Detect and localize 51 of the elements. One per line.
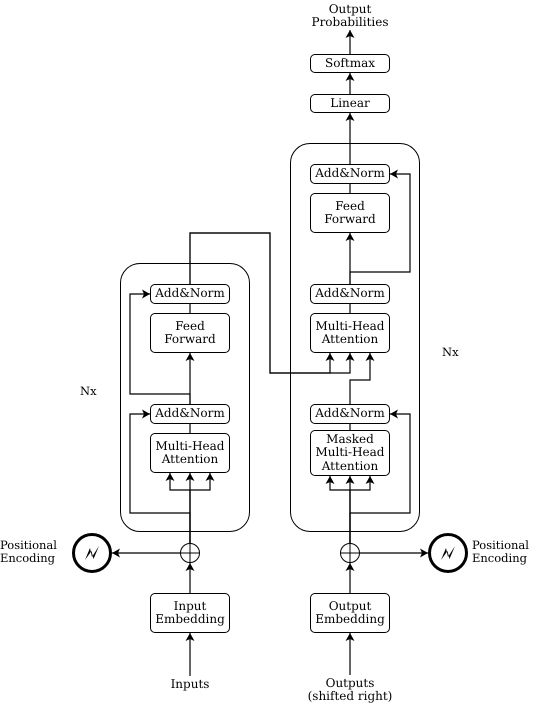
arrow xyxy=(346,113,354,164)
layer-stack-frame xyxy=(290,143,420,532)
block-label: Linear xyxy=(330,96,370,110)
arrow xyxy=(360,548,428,558)
process-box xyxy=(310,593,390,633)
side-label: Positional Encoding xyxy=(472,539,530,566)
arrow xyxy=(186,633,194,676)
positional-encoding-circle xyxy=(72,533,112,573)
arrow xyxy=(349,353,374,404)
arrow xyxy=(346,563,354,593)
arrow xyxy=(346,73,354,94)
process-box xyxy=(310,193,390,233)
block-label: Feed Forward xyxy=(163,320,217,346)
block-label: Multi-Head Attention xyxy=(314,320,386,346)
arrow xyxy=(346,30,354,54)
side-label: Nx xyxy=(80,385,98,398)
arrow xyxy=(349,410,411,543)
process-box xyxy=(150,593,230,633)
positional-encoding-circle xyxy=(428,533,468,573)
block-label: Multi-Head Attention xyxy=(154,440,226,466)
block-label: Softmax xyxy=(324,56,375,70)
process-box xyxy=(310,164,390,184)
process-box xyxy=(150,433,230,473)
process-box xyxy=(310,313,390,353)
block-label: Output Embedding xyxy=(314,600,386,626)
arrow xyxy=(346,633,354,675)
process-box xyxy=(310,94,390,113)
layer-stack-frame xyxy=(120,263,250,532)
block-label: Masked Multi-Head Attention xyxy=(314,433,386,473)
process-box xyxy=(150,404,230,424)
block-label: Add&Norm xyxy=(315,407,385,421)
block-label: Add&Norm xyxy=(315,287,385,301)
arrow xyxy=(349,170,411,284)
arrow xyxy=(186,563,194,593)
block-label: Feed Forward xyxy=(323,200,377,226)
block-label: Add&Norm xyxy=(155,407,225,421)
arrow xyxy=(129,290,191,404)
arrow xyxy=(112,548,180,558)
block-label: Input Embedding xyxy=(154,600,226,626)
block-label: Add&Norm xyxy=(155,287,225,301)
block-label: Add&Norm xyxy=(315,167,385,181)
arrow xyxy=(129,410,191,543)
side-label: Positional Encoding xyxy=(0,539,58,566)
process-box xyxy=(310,54,390,73)
adder-symbol xyxy=(180,543,200,563)
process-box xyxy=(150,313,230,353)
side-label: Nx xyxy=(442,346,460,360)
process-box xyxy=(310,404,390,424)
process-box xyxy=(150,284,230,304)
adder-symbol xyxy=(340,543,360,563)
process-box xyxy=(310,284,390,304)
